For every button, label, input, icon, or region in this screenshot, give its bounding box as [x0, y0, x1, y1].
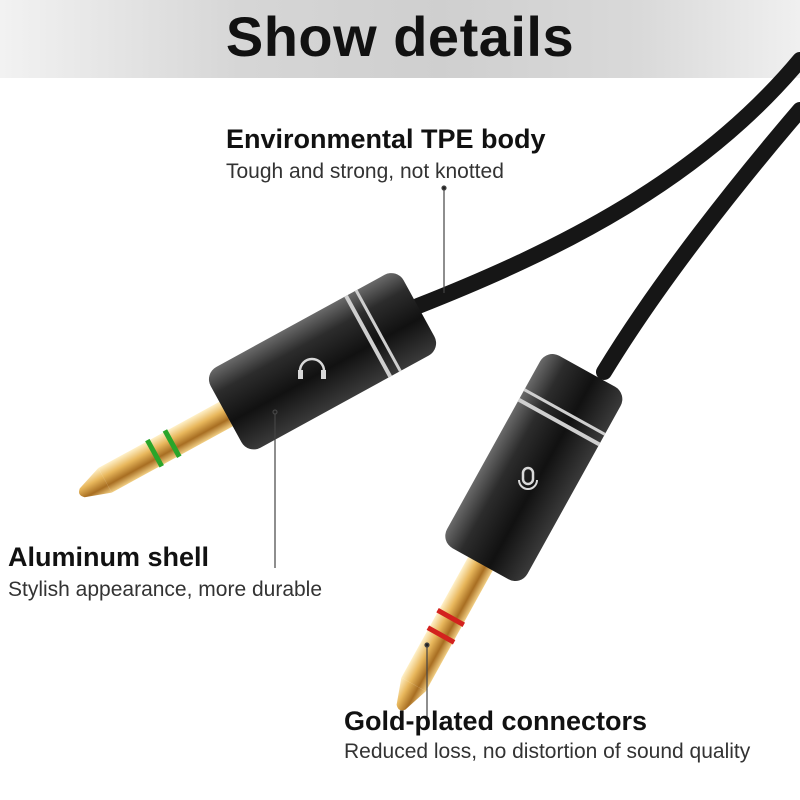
- banner-title: Show details: [225, 5, 575, 68]
- microphone-icon: [518, 466, 538, 490]
- callout-aluminum-title: Aluminum shell: [8, 542, 210, 572]
- plug-headphone: [79, 273, 437, 498]
- leader-lines: [272, 185, 447, 718]
- plug-microphone: [396, 354, 623, 711]
- headphone-icon: [298, 357, 326, 379]
- cable-top: [410, 52, 800, 314]
- cable-bottom: [596, 102, 800, 380]
- callout-tpe-title: Environmental TPE body: [226, 124, 546, 154]
- callout-aluminum-subtitle: Stylish appearance, more durable: [8, 578, 323, 601]
- header-banner: Show details: [0, 0, 800, 78]
- callout-gold-title: Gold-plated connectors: [344, 706, 648, 736]
- callout-gold-subtitle: Reduced loss, no distortion of sound qua…: [344, 740, 751, 763]
- callout-tpe-subtitle: Tough and strong, not knotted: [226, 160, 504, 183]
